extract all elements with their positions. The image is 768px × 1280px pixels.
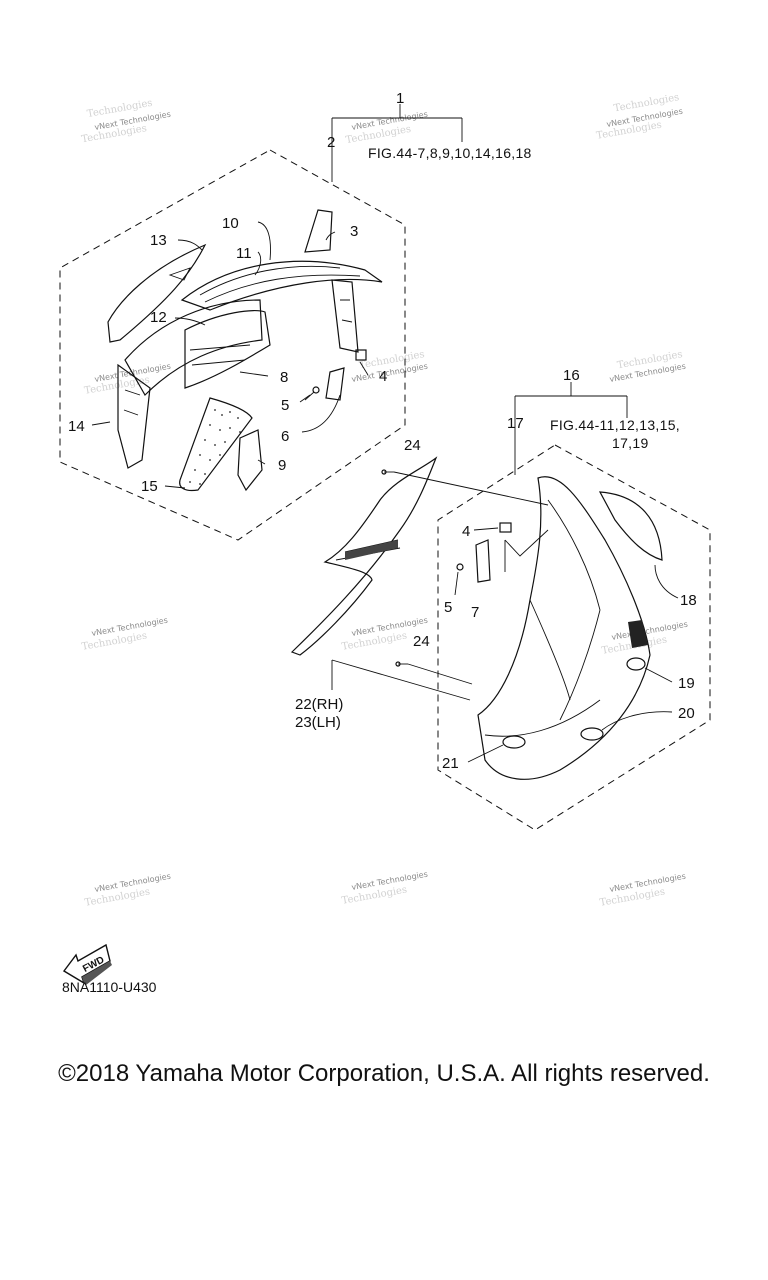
watermark: vNext Technologies Technologies: [351, 349, 429, 384]
callout-4a: 4: [379, 368, 387, 385]
watermarks: Technologies vNext Technologies Technolo…: [81, 92, 689, 909]
left-leaders: [91, 221, 369, 489]
watermark: vNext Technologies Technologies: [609, 349, 687, 384]
callout-24b: 24: [413, 633, 430, 650]
assembly-16-bracket: [514, 382, 628, 475]
callout-13: 13: [150, 232, 167, 249]
callout-14: 14: [68, 418, 85, 435]
callout-16: 16: [563, 367, 580, 384]
callout-10: 10: [222, 215, 239, 232]
watermark: Technologies vNext Technologies Technolo…: [596, 92, 684, 142]
reference-fig-right-2: 17,19: [612, 435, 649, 451]
copyright-notice: ©2018 Yamaha Motor Corporation, U.S.A. A…: [58, 1060, 710, 1087]
callout-6: 6: [281, 428, 289, 445]
watermark: vNext Technologies Technologies: [84, 362, 172, 397]
callout-15: 15: [141, 478, 158, 495]
left-assembly-boundary: [59, 149, 406, 541]
callout-11: 11: [236, 245, 252, 262]
callout-1: 1: [396, 90, 404, 107]
callout-9: 9: [278, 457, 286, 474]
watermark: vNext Technologies Technologies: [84, 872, 172, 909]
callout-19: 19: [678, 675, 695, 692]
mesh-texture: [189, 409, 241, 485]
callout-2: 2: [327, 134, 335, 151]
callout-5a: 5: [281, 397, 289, 414]
callout-5b: 5: [444, 599, 452, 616]
assembly-1-bracket: [331, 104, 463, 182]
watermark: Technologies vNext Technologies Technolo…: [81, 98, 172, 146]
callout-21: 21: [442, 755, 459, 772]
reference-fig-top: FIG.44-7,8,9,10,14,16,18: [368, 145, 532, 161]
callout-22: 22(RH): [295, 696, 343, 713]
watermark: vNext Technologies Technologies: [599, 872, 687, 909]
watermark: vNext Technologies Technologies: [341, 870, 429, 907]
callout-8: 8: [280, 369, 288, 386]
callout-3: 3: [350, 223, 358, 240]
callout-20: 20: [678, 705, 695, 722]
callout-24a: 24: [404, 437, 421, 454]
watermark: vNext Technologies Technologies: [81, 616, 169, 653]
reference-fig-right-1: FIG.44-11,12,13,15,: [550, 417, 680, 433]
diagram-code: 8NA1110-U430: [62, 979, 157, 995]
watermark: vNext Technologies Technologies: [345, 110, 429, 146]
side-cowling-drawing: [290, 456, 663, 780]
callout-4b: 4: [462, 523, 470, 540]
fwd-arrow-icon: FWD: [62, 943, 112, 985]
right-assembly-boundary: [437, 444, 711, 831]
callout-18: 18: [680, 592, 697, 609]
callout-23: 23(LH): [295, 714, 341, 731]
callout-12: 12: [150, 309, 167, 326]
upper-cowling-drawing: [107, 209, 383, 492]
callout-17: 17: [507, 415, 524, 432]
callout-7: 7: [471, 604, 479, 621]
right-leaders: [331, 471, 679, 763]
